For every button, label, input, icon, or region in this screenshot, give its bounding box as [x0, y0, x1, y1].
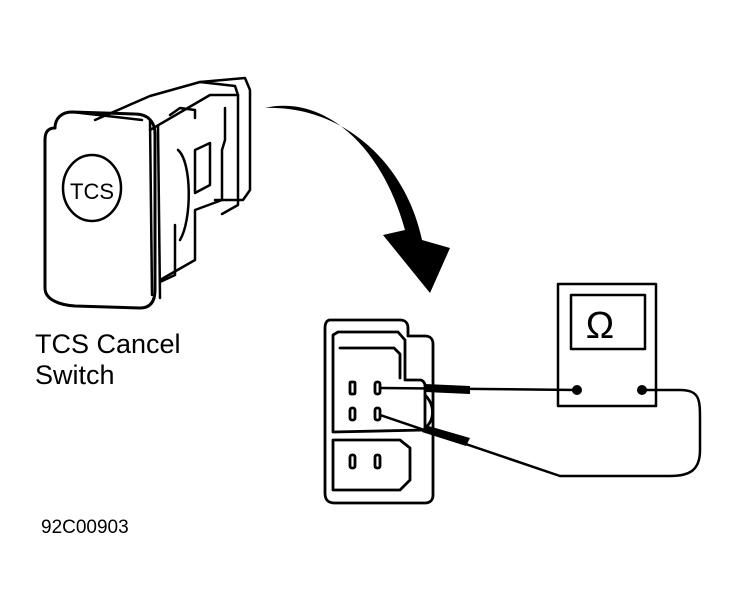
switch-caption-line2: Switch	[35, 360, 115, 390]
probes	[422, 384, 647, 446]
meter-terminal-left	[572, 385, 582, 395]
curved-arrow-icon	[265, 105, 450, 293]
switch-caption-line1: TCS Cancel	[35, 329, 181, 359]
tcs-switch-button	[43, 110, 157, 310]
figure-id: 92C00903	[41, 517, 129, 538]
tcs-badge-circle	[61, 153, 123, 223]
pin	[348, 453, 357, 470]
probe-upper	[425, 384, 470, 394]
ohm-icon: Ω	[586, 305, 614, 347]
test-leads	[378, 386, 702, 478]
ohmmeter	[556, 282, 658, 408]
meter-terminal-right	[637, 385, 647, 395]
probe-lower	[422, 425, 470, 446]
switch-body	[93, 76, 252, 300]
pin	[348, 406, 357, 422]
meter-display	[569, 293, 647, 351]
tcs-badge-text: TCS	[70, 179, 114, 204]
pin	[348, 380, 357, 396]
pin	[373, 453, 382, 470]
connector	[323, 318, 435, 505]
